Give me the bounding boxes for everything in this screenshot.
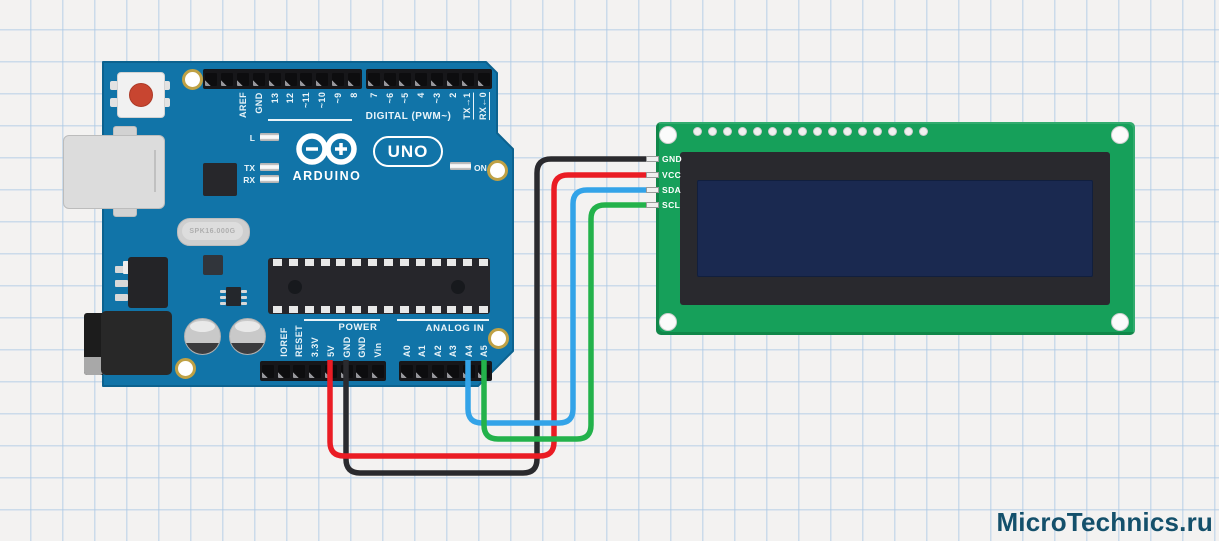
lcd-header-hole [918,127,928,136]
power-jack-foot [84,357,103,375]
lcd-header-hole [692,127,702,136]
lcd-mounting-hole [1111,126,1129,144]
lcd-header-hole [722,127,732,136]
lcd-header-hole [798,127,807,136]
lcd-header-hole [858,127,868,136]
lcd-header-hole [888,127,898,136]
lcd-mounting-hole [1111,313,1129,331]
lcd-pin-label-sda: SDA [662,185,682,195]
lcd-pin-stub-sda [646,187,659,193]
lcd-header-hole [782,127,792,136]
lcd-pin-stub-gnd [646,156,659,162]
lcd-header-hole [707,127,717,136]
lcd-header-hole [843,127,853,136]
lcd-header-hole [752,127,762,136]
lcd-header-hole [903,127,913,136]
lcd-pin-label-scl: SCL [662,200,681,210]
lcd-mounting-hole [659,313,677,331]
watermark: MicroTechnics.ru [996,507,1213,537]
lcd-header-hole [737,127,747,136]
lcd-mounting-hole [659,126,677,144]
lcd-header-hole [813,127,823,136]
lcd-pin-label-vcc: VCC [662,170,682,180]
lcd-pin-stub-vcc [646,172,659,178]
lcd-header-hole [767,127,777,136]
lcd-pin-label-gnd: GND [662,154,683,164]
lcd-screen [697,180,1093,277]
lcd-header-hole [873,127,883,136]
lcd-pin-stub-scl [646,202,659,208]
lcd-header-hole [828,127,838,136]
